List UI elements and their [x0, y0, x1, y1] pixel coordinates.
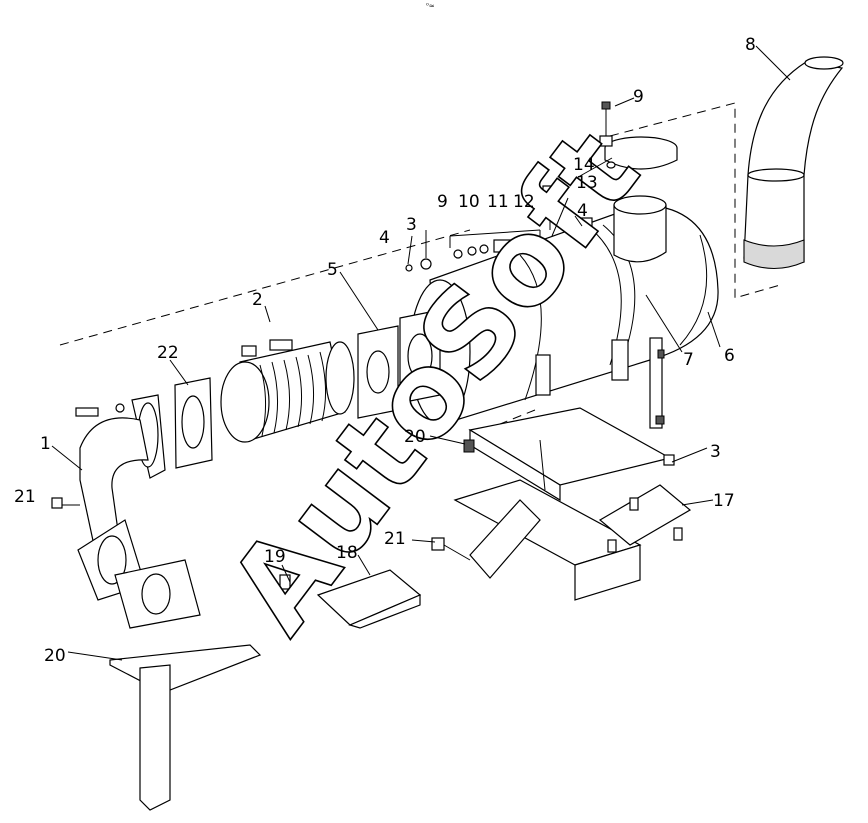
- bracket-16: [279, 569, 422, 629]
- callout-3-top: 3: [406, 215, 417, 235]
- mounting-plate: [463, 407, 675, 502]
- support-bracket-15: [431, 479, 692, 601]
- callout-21: 21: [384, 529, 406, 549]
- callout-11: 11: [487, 192, 509, 212]
- callout-3-right: 3: [710, 442, 721, 462]
- callout-7: 7: [683, 350, 694, 370]
- callout-6: 6: [724, 346, 735, 366]
- callout-2: 2: [252, 290, 263, 310]
- callout-5: 5: [327, 260, 338, 280]
- gasket-22: [174, 377, 213, 469]
- callout-14: 14: [573, 155, 595, 175]
- bolt-kit-9-12: [405, 229, 541, 272]
- callout-9-top: 9: [633, 87, 644, 107]
- stack-clamp: [599, 101, 678, 170]
- callout-8: 8: [745, 35, 756, 55]
- callout-9-kit: 9: [437, 192, 448, 212]
- callout-4-right: 4: [577, 201, 588, 221]
- callout-22: 22: [157, 343, 179, 363]
- callout-16: 18: [336, 543, 358, 563]
- muffler-inlet-flange: [357, 309, 441, 419]
- callout-leaders: [51, 45, 791, 661]
- callout-19: 21: [14, 487, 36, 507]
- callout-15: 17: [713, 491, 735, 511]
- flex-bellows: [220, 339, 355, 443]
- exhaust-stack-pipe: [743, 56, 844, 270]
- callout-labels: 1 2 3 3 13 4 4 5 6 7 8 9 9 10 11 12 14 1…: [14, 35, 756, 666]
- support-leg-18: [109, 644, 262, 811]
- callout-18: 20: [44, 646, 66, 666]
- callout-1: 1: [40, 434, 51, 454]
- callout-12: 12: [513, 192, 535, 212]
- callout-10: 10: [458, 192, 480, 212]
- callout-20: 20: [404, 427, 426, 447]
- exhaust-elbow-pipe: [51, 394, 201, 629]
- callout-4-left: 4: [379, 228, 390, 248]
- top-mark: ⁰≈: [426, 2, 435, 10]
- callout-13: 13: [576, 173, 598, 193]
- callout-17: 19: [264, 547, 286, 567]
